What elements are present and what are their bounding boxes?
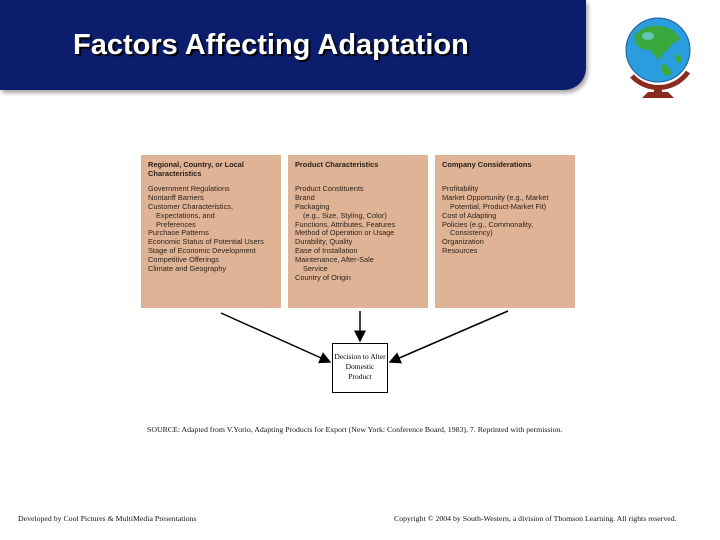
list-item: Country of Origin [295, 272, 351, 282]
factor-list: Profitability Market Opportunity (e.g., … [442, 184, 568, 256]
list-item: Service [303, 263, 328, 273]
list-item: Customer Characteristics, [148, 201, 234, 211]
list-item: Functions, Attributes, Features [295, 219, 396, 229]
list-item: (e.g., Size, Styling, Color) [303, 210, 387, 220]
list-item: Potential, Product-Market Fit) [450, 201, 547, 211]
list-item: Competitive Offerings [148, 255, 219, 264]
column-product-characteristics: Product Characteristics Product Constitu… [288, 155, 428, 308]
footer-credit: Developed by Cool Pictures & MultiMedia … [18, 514, 197, 523]
list-item: Nontariff Barriers [148, 192, 204, 202]
column-company-considerations: Company Considerations Profitability Mar… [435, 155, 575, 308]
list-item: Organization [442, 237, 484, 247]
decision-line: Product [348, 371, 372, 381]
list-item: Durability, Quality [295, 237, 353, 247]
list-item: Brand [295, 192, 315, 202]
list-item: Product Constituents [295, 184, 364, 193]
list-item: Economic Status of Potential Users [148, 237, 264, 247]
title-bar: Factors Affecting Adaptation [0, 0, 586, 90]
list-item: Climate and Geography [148, 263, 227, 273]
decision-box: Decision to Alter Domestic Product [332, 343, 388, 393]
list-item: Expectations, and [156, 210, 215, 220]
footer-copyright: Copyright © 2004 by South-Western, a div… [394, 514, 677, 523]
list-item: Consistency) [450, 228, 493, 238]
column-regional-characteristics: Regional, Country, or Local Characterist… [141, 155, 281, 308]
list-item: Maintenance, After-Sale [295, 255, 374, 264]
list-item: Purchase Patterns [148, 228, 209, 238]
list-item: Profitability [442, 184, 479, 193]
arrow-left [220, 312, 332, 364]
list-item: Preferences [156, 219, 196, 229]
list-item: Cost of Adapting [442, 210, 497, 220]
factor-list: Government Regulations Nontariff Barrier… [148, 184, 274, 274]
factor-list: Product Constituents Brand Packaging (e.… [295, 184, 421, 283]
decision-line: Domestic [345, 361, 375, 371]
arrow-right [388, 310, 509, 364]
list-item: Method of Operation or Usage [295, 228, 395, 238]
column-heading: Regional, Country, or Local Characterist… [148, 160, 244, 178]
list-item: Packaging [295, 201, 330, 211]
list-item: Stage of Economic Development [148, 246, 256, 256]
list-item: Ease of Installation [295, 246, 358, 256]
source-note: SOURCE: Adapted from V.Yorio, Adapting P… [147, 425, 563, 434]
list-item: Policies (e.g., Commonality, [442, 219, 534, 229]
list-item: Government Regulations [148, 184, 230, 193]
list-item: Resources [442, 246, 478, 256]
globe-icon [625, 17, 691, 98]
decision-line: Decision to Alter [334, 352, 386, 361]
column-heading: Company Considerations [442, 160, 532, 169]
list-item: Market Opportunity (e.g., Market [442, 192, 549, 202]
column-heading: Product Characteristics [295, 160, 379, 169]
slide-title: Factors Affecting Adaptation [73, 29, 469, 61]
